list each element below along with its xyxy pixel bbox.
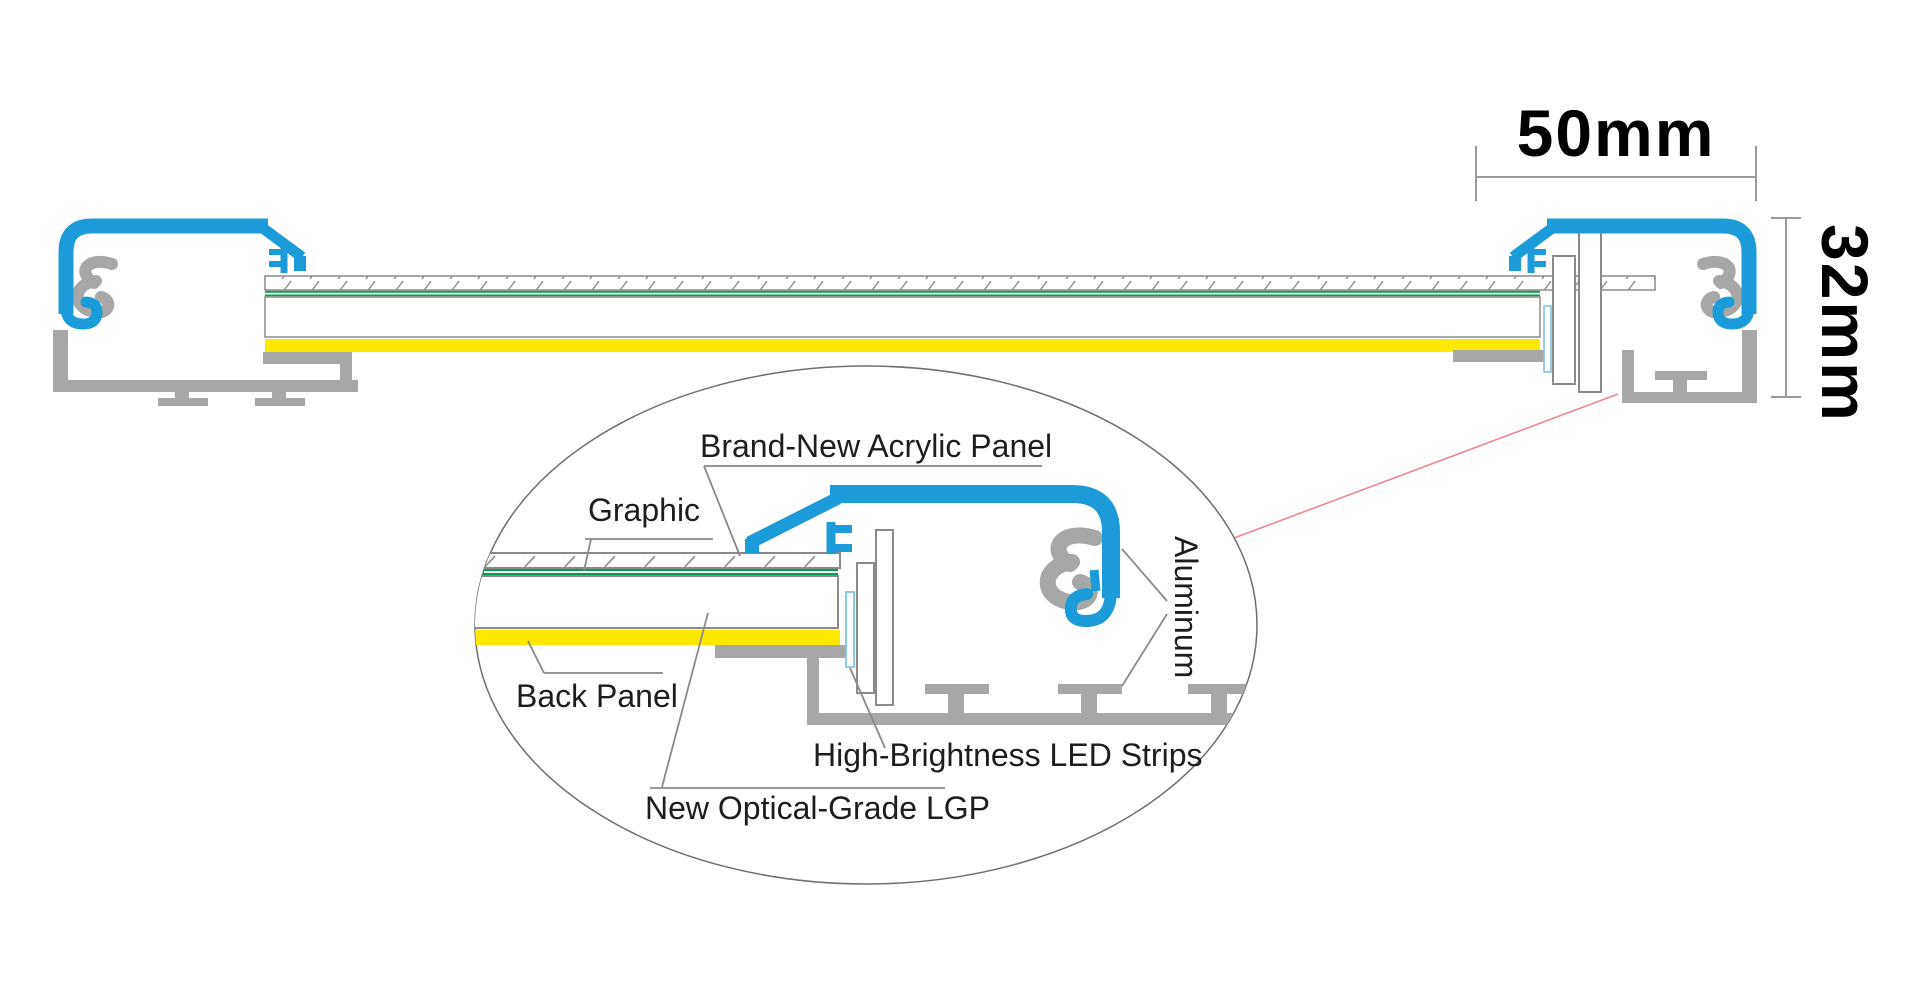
led-strip-main <box>1543 305 1552 373</box>
callout-lgp: New Optical-Grade LGP <box>645 790 991 826</box>
callout-graphic: Graphic <box>588 492 701 528</box>
graphic-film-lines <box>265 290 1540 297</box>
callout-leader-lines <box>527 465 1168 789</box>
main-cross-section <box>53 146 1801 539</box>
detail-led-holder <box>845 529 894 706</box>
detail-back-panel-strip <box>475 630 840 645</box>
dimension-height-label: 32mm <box>1808 224 1882 423</box>
detail-blue-profile <box>745 485 1120 628</box>
left-frame-aluminum-channel <box>53 330 358 406</box>
back-panel-strip <box>265 339 1540 352</box>
detail-aluminum-channel <box>715 645 1252 725</box>
led-strip-detail <box>845 591 855 668</box>
callout-acrylic-panel: Brand-New Acrylic Panel <box>700 428 1053 464</box>
callout-back-panel: Back Panel <box>516 678 678 714</box>
right-frame-aluminum-channel <box>1453 330 1757 403</box>
height-dimension-line <box>1771 217 1801 398</box>
detail-acrylic-graphic-layer <box>475 552 841 569</box>
detail-lgp-slab <box>475 575 839 629</box>
right-frame-blue-profile <box>1509 218 1757 330</box>
dimension-width-label: 50mm <box>1516 96 1716 170</box>
width-dimension-line <box>1475 146 1757 201</box>
acrylic-graphic-layer <box>264 275 1656 291</box>
detail-drawing <box>475 485 1252 725</box>
detail-graphic-film-lines <box>475 569 838 575</box>
right-frame-led-holder <box>1543 231 1602 393</box>
callout-led-strips: High-Brightness LED Strips <box>813 737 1203 773</box>
left-frame-blue-profile <box>58 218 306 330</box>
detail-pointer-red-line <box>1233 393 1619 539</box>
lgp-slab <box>264 296 1541 338</box>
callout-aluminum: Aluminum <box>1168 536 1204 679</box>
